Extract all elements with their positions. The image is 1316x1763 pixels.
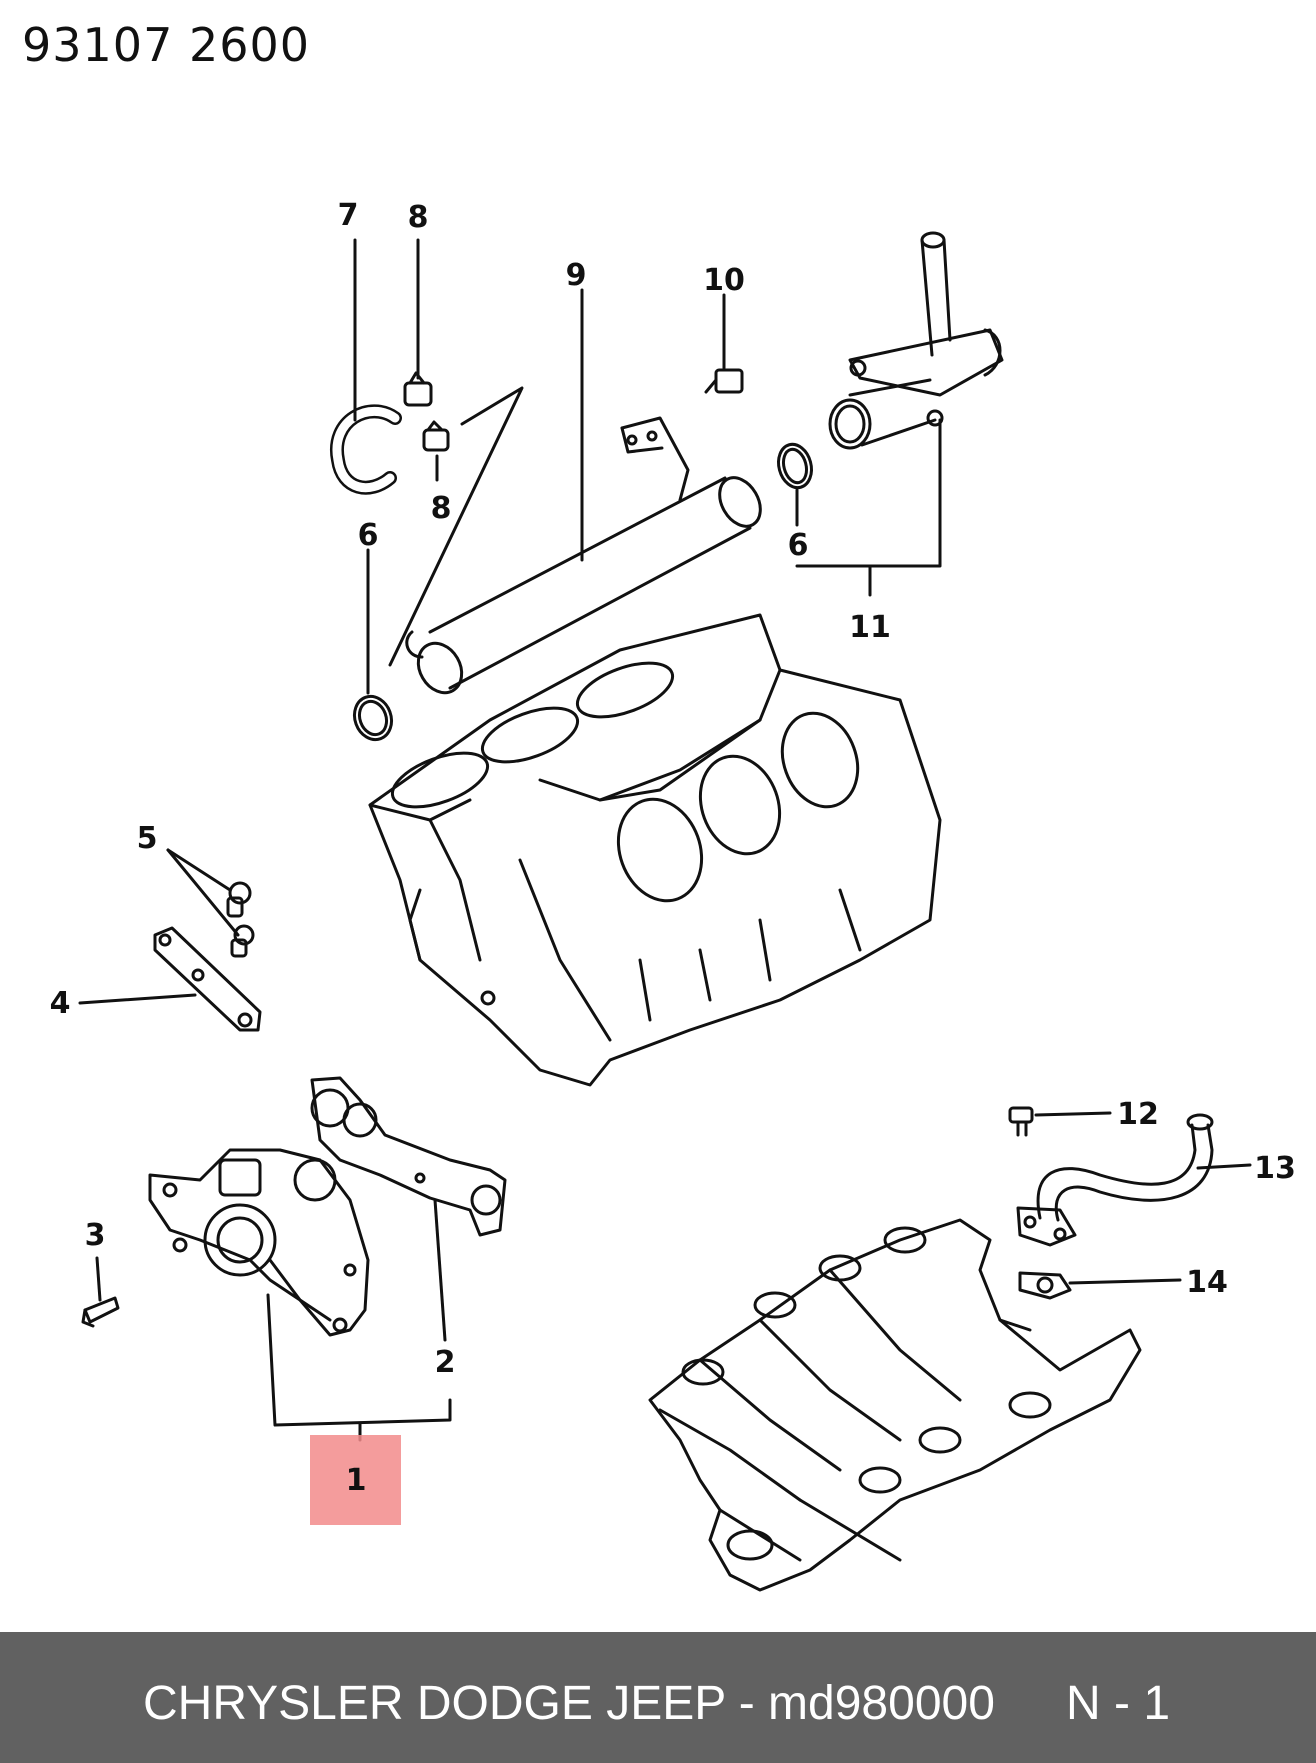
clamp-8-upper [403, 371, 433, 407]
callout-1: 1 [346, 1463, 367, 1498]
parts-diagram: 1 2 3 4 5 6 6 7 8 8 9 10 11 12 13 14 [50, 198, 1296, 1592]
footer-page-number: N - 1 [1066, 1677, 1171, 1730]
callout-7: 7 [338, 198, 359, 233]
water-pump-1 [148, 1148, 370, 1337]
clamp-8-lower [422, 420, 450, 452]
engine-block [368, 613, 942, 1087]
gasket-14 [1018, 1271, 1072, 1300]
bolt-5-upper [226, 881, 252, 918]
part-1-highlight [310, 1435, 401, 1525]
bolt-3 [81, 1296, 120, 1328]
water-outlet-11 [828, 231, 1004, 450]
callout-11: 11 [849, 610, 891, 645]
callout-8-upper: 8 [408, 200, 429, 235]
oring-6-lower [352, 694, 394, 742]
gasket-2 [310, 1076, 507, 1237]
oring-6-upper [777, 442, 813, 490]
callout-8-lower: 8 [431, 491, 452, 526]
callout-10: 10 [703, 263, 745, 298]
footer-bar: CHRYSLER DODGE JEEP - md980000 N - 1 [0, 1632, 1316, 1763]
callout-5: 5 [137, 821, 158, 856]
bolt-12 [1008, 1106, 1034, 1137]
oil-pipe-13 [1016, 1113, 1214, 1247]
bolt-10 [704, 368, 744, 394]
callout-4: 4 [50, 986, 71, 1021]
bolt-5-lower [230, 924, 255, 958]
callout-6-lower: 6 [358, 518, 379, 553]
oil-pan [648, 1218, 1142, 1592]
callout-14: 14 [1186, 1265, 1228, 1300]
callout-3: 3 [85, 1218, 106, 1253]
callout-12: 12 [1117, 1097, 1159, 1132]
diagram-code: 93107 2600 [22, 18, 311, 72]
callout-9: 9 [566, 258, 587, 293]
callout-6-upper: 6 [788, 528, 809, 563]
water-pipe-9 [405, 416, 762, 695]
callout-13: 13 [1254, 1151, 1296, 1186]
bracket-4 [153, 926, 262, 1032]
callout-2: 2 [435, 1345, 456, 1380]
footer-brand-part-number: CHRYSLER DODGE JEEP - md980000 [143, 1677, 995, 1730]
